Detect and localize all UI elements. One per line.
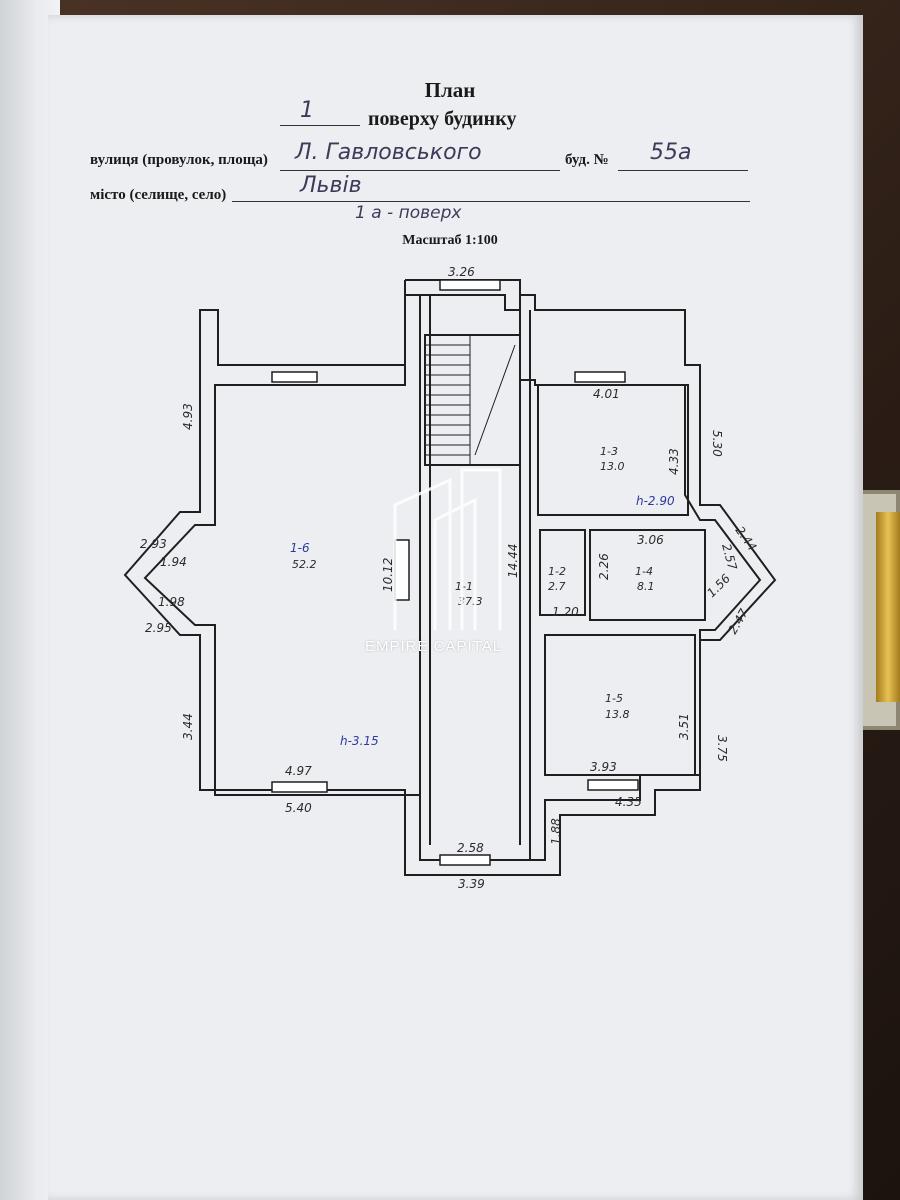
street-line: [280, 170, 560, 171]
watermark-text: EMPIRE CAPITAL: [365, 638, 503, 655]
room-1-6-area: 52.2: [292, 558, 317, 571]
dim-step: 1.88: [549, 818, 563, 845]
dim-top: 3.26: [448, 265, 475, 279]
building-label: буд. №: [565, 152, 609, 168]
outer-wall: [123, 279, 777, 876]
room-1-4-area: 8.1: [637, 580, 655, 593]
dim-right-lower: 3.75: [715, 735, 729, 762]
floor-number-handwritten: 1: [300, 98, 314, 123]
building-line: [618, 170, 748, 171]
dim-bay-right-b: 2.57: [719, 542, 740, 572]
dim-bay-right-c: 1.56: [704, 571, 733, 600]
dim-outer-bottom-left: 5.40: [285, 801, 312, 815]
window-bottom: [439, 854, 491, 866]
dim-bay-b: 1.94: [160, 555, 187, 569]
room-1-5-id: 1-5: [605, 692, 623, 705]
room-1-3-outline: [537, 384, 689, 516]
dim-corridor-length: 14.44: [506, 544, 520, 578]
street-label: вулиця (провулок, площа): [90, 152, 268, 168]
dim-bay-a: 2.93: [140, 537, 167, 551]
dim-room-1-5-depth: 3.51: [677, 713, 691, 740]
dim-room-1-6-depth: 10.12: [381, 558, 395, 592]
plan-title: План: [424, 78, 476, 102]
window-top: [439, 279, 501, 291]
city-line: [232, 201, 750, 202]
floor-suffix: поверху будинку: [368, 108, 517, 130]
watermark-logo: [393, 468, 502, 630]
dim-corridor-outer: 3.39: [458, 877, 485, 891]
dim-left-lower: 3.44: [181, 713, 195, 740]
room-1-2-area: 2.7: [548, 580, 566, 593]
inner-wall: [143, 294, 762, 861]
dim-room-1-3-depth: 4.33: [667, 448, 681, 475]
height-left: h-3.15: [340, 734, 379, 748]
building-value-handwritten: 55а: [650, 140, 692, 165]
dim-room-1-3-width: 4.01: [593, 387, 620, 401]
city-value-handwritten: Львів: [300, 173, 362, 198]
room-1-1-id: 1-1: [455, 580, 473, 593]
dim-outer-bottom-right: 4.35: [615, 795, 642, 809]
room-1-4-outline: [589, 529, 706, 621]
dim-room-1-2-width: 1.20: [552, 605, 579, 619]
document-page: [48, 15, 863, 1200]
window-right-bottom: [587, 779, 639, 791]
dim-right-upper: 5.30: [710, 430, 724, 457]
dim-left-upper: 4.93: [181, 403, 195, 430]
room-1-3-id: 1-3: [600, 445, 618, 458]
window-right-top: [574, 371, 626, 383]
room-1-5-outline: [544, 634, 696, 776]
window-left-top: [271, 371, 318, 383]
room-1-4-id: 1-4: [635, 565, 653, 578]
dim-bay-d: 2.95: [145, 621, 172, 635]
staircase: [424, 334, 521, 466]
height-right: h-2.90: [636, 494, 675, 508]
floor-number-line: [280, 125, 360, 126]
room-1-2-outline: [539, 529, 586, 616]
dim-room-1-4-width: 3.06: [637, 533, 664, 547]
door-1-6: [394, 539, 410, 601]
dim-inner-bottom-left: 4.97: [285, 764, 312, 778]
room-1-5-area: 13.8: [605, 708, 630, 721]
scale-label: Масштаб 1:100: [402, 233, 498, 248]
dim-room-1-2-depth: 2.26: [597, 553, 611, 580]
city-label: місто (селище, село): [90, 187, 227, 203]
street-value-handwritten: Л. Гавловського: [295, 140, 482, 165]
dim-room-1-5-width: 3.93: [590, 760, 617, 774]
gold-frame-edge: [876, 512, 900, 702]
handwritten-note: 1 а - поверх: [355, 203, 462, 223]
room-1-2-id: 1-2: [548, 565, 566, 578]
room-1-6-id: 1-6: [290, 541, 310, 555]
dim-corridor-inner: 2.58: [457, 841, 484, 855]
window-left-bottom: [271, 781, 328, 793]
dim-bay-c: 1.98: [158, 595, 185, 609]
room-1-3-area: 13.0: [600, 460, 625, 473]
